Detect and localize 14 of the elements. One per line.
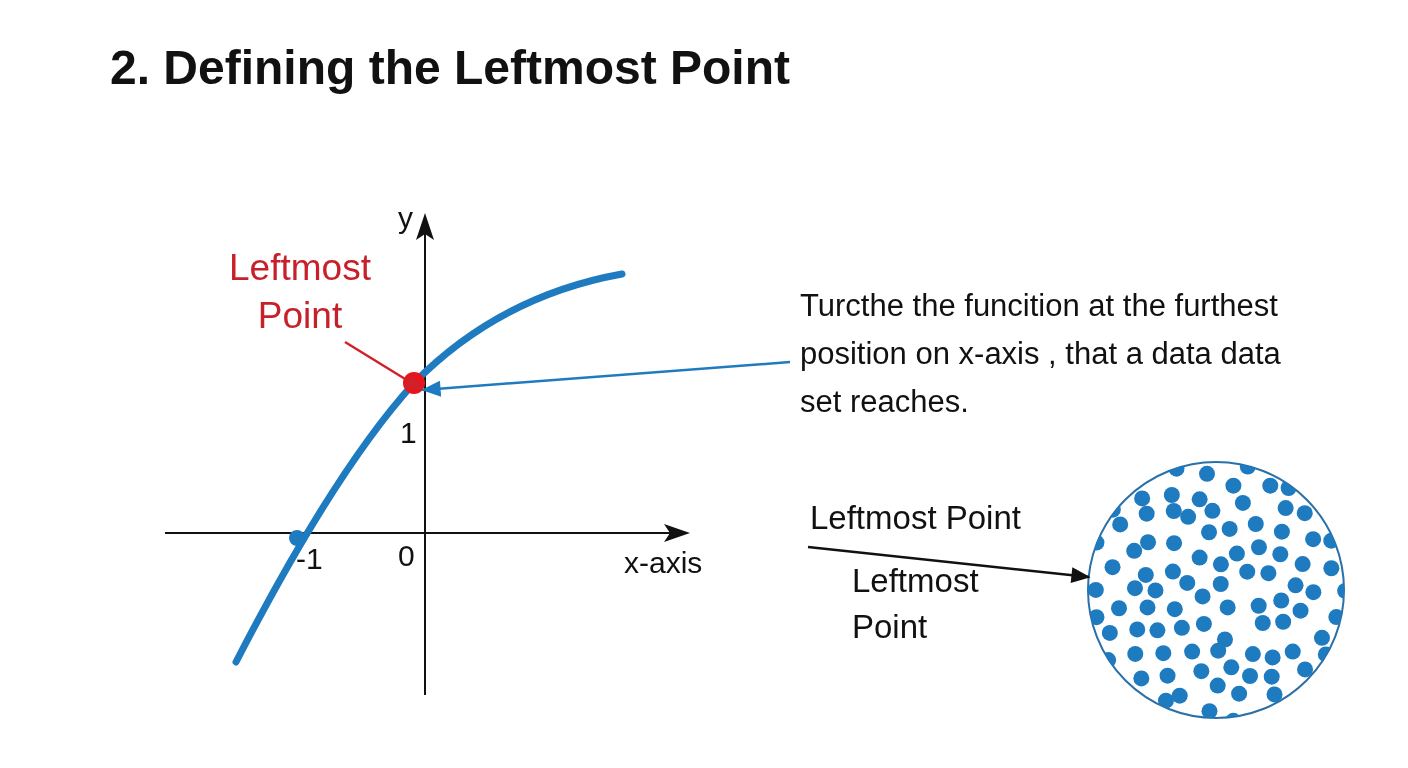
axis-label: x-axis: [624, 545, 703, 581]
point-dot: [403, 372, 425, 394]
description-text: Turcthe the funcition at the furthest position on x-axis , that a data data set reaches.: [800, 282, 1320, 427]
tick-label: -1: [296, 541, 323, 577]
side-label: Leftmost Point: [852, 561, 980, 648]
arrow: [807, 545, 1091, 584]
callout-label: Leftmost Point: [205, 244, 395, 341]
arrow: [344, 340, 425, 392]
axis-label: y: [398, 200, 413, 236]
title: 2. Defining the Leftmost Point: [110, 40, 790, 95]
tick-label: 1: [400, 415, 417, 451]
tick-label: 0: [398, 538, 415, 574]
scatter-circle-drawing: [1087, 461, 1345, 719]
arrow: [421, 360, 791, 397]
